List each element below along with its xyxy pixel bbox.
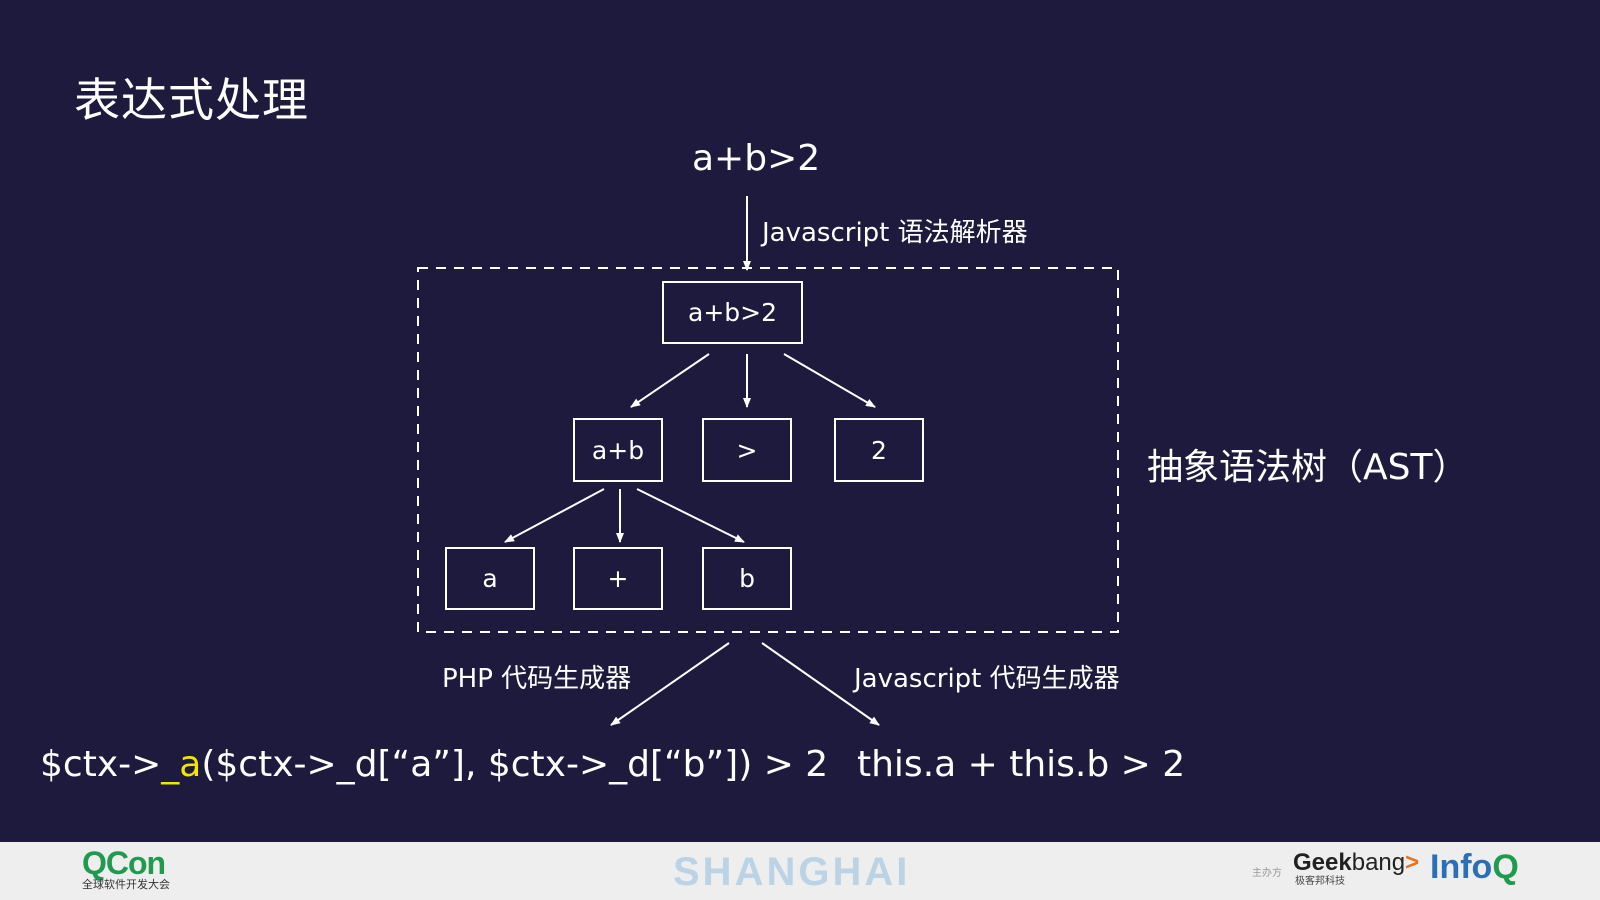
ast-node-root: a+b>2	[662, 281, 803, 344]
slide-title: 表达式处理	[74, 73, 309, 127]
infoq-word-info: Info	[1430, 848, 1493, 886]
ast-label: 抽象语法树（AST）	[1147, 447, 1469, 488]
php-output-prefix: $ctx->	[40, 744, 162, 785]
edge-aplusb-to-b	[636, 488, 745, 543]
php-generator-label: PHP 代码生成器	[442, 664, 632, 694]
ast-node-a: a	[445, 547, 535, 610]
ast-node-gt: >	[702, 418, 792, 482]
footer-bar: QCon 全球软件开发大会 SHANGHAI 主办方 Geekbang> 极客邦…	[0, 842, 1600, 900]
php-generator-arrow	[610, 642, 730, 726]
ast-node-b: b	[702, 547, 792, 610]
php-output-code: $ctx->_a($ctx->_d[“a”], $ctx->_d[“b”]) >…	[40, 744, 828, 785]
ast-node-2: 2	[834, 418, 924, 482]
geekbang-word-bang: bang	[1351, 849, 1406, 876]
js-generator-label: Javascript 代码生成器	[854, 664, 1120, 694]
js-output-code: this.a + this.b > 2	[857, 744, 1186, 785]
input-expression: a+b>2	[692, 138, 821, 179]
geekbang-arrow-icon: >	[1405, 849, 1420, 876]
qcon-subtitle: 全球软件开发大会	[82, 878, 170, 891]
geekbang-word-geek: Geek	[1293, 849, 1352, 876]
qcon-logo: QCon 全球软件开发大会	[82, 846, 170, 891]
ast-dashed-boundary	[417, 267, 1119, 633]
qcon-wordmark: QCon	[82, 845, 166, 881]
organizer-label: 主办方	[1252, 868, 1282, 879]
ast-node-plus: +	[573, 547, 663, 610]
geekbang-subtitle: 极客邦科技	[1295, 876, 1345, 887]
geekbang-logo: Geekbang> 极客邦科技	[1293, 849, 1420, 888]
infoq-word-q: Q	[1492, 848, 1519, 886]
php-output-highlight: _a	[161, 744, 202, 785]
edge-root-to-aplusb	[630, 353, 710, 408]
parser-label: Javascript 语法解析器	[762, 218, 1028, 248]
php-output-suffix: ($ctx->_d[“a”], $ctx->_d[“b”]) > 2	[201, 744, 829, 785]
ast-node-aplusb: a+b	[573, 418, 663, 482]
infoq-logo: InfoQ	[1430, 848, 1519, 887]
city-name: SHANGHAI	[673, 850, 911, 894]
edge-aplusb-to-a	[504, 488, 605, 543]
edge-root-to-2	[783, 353, 876, 408]
js-generator-arrow	[761, 642, 880, 726]
